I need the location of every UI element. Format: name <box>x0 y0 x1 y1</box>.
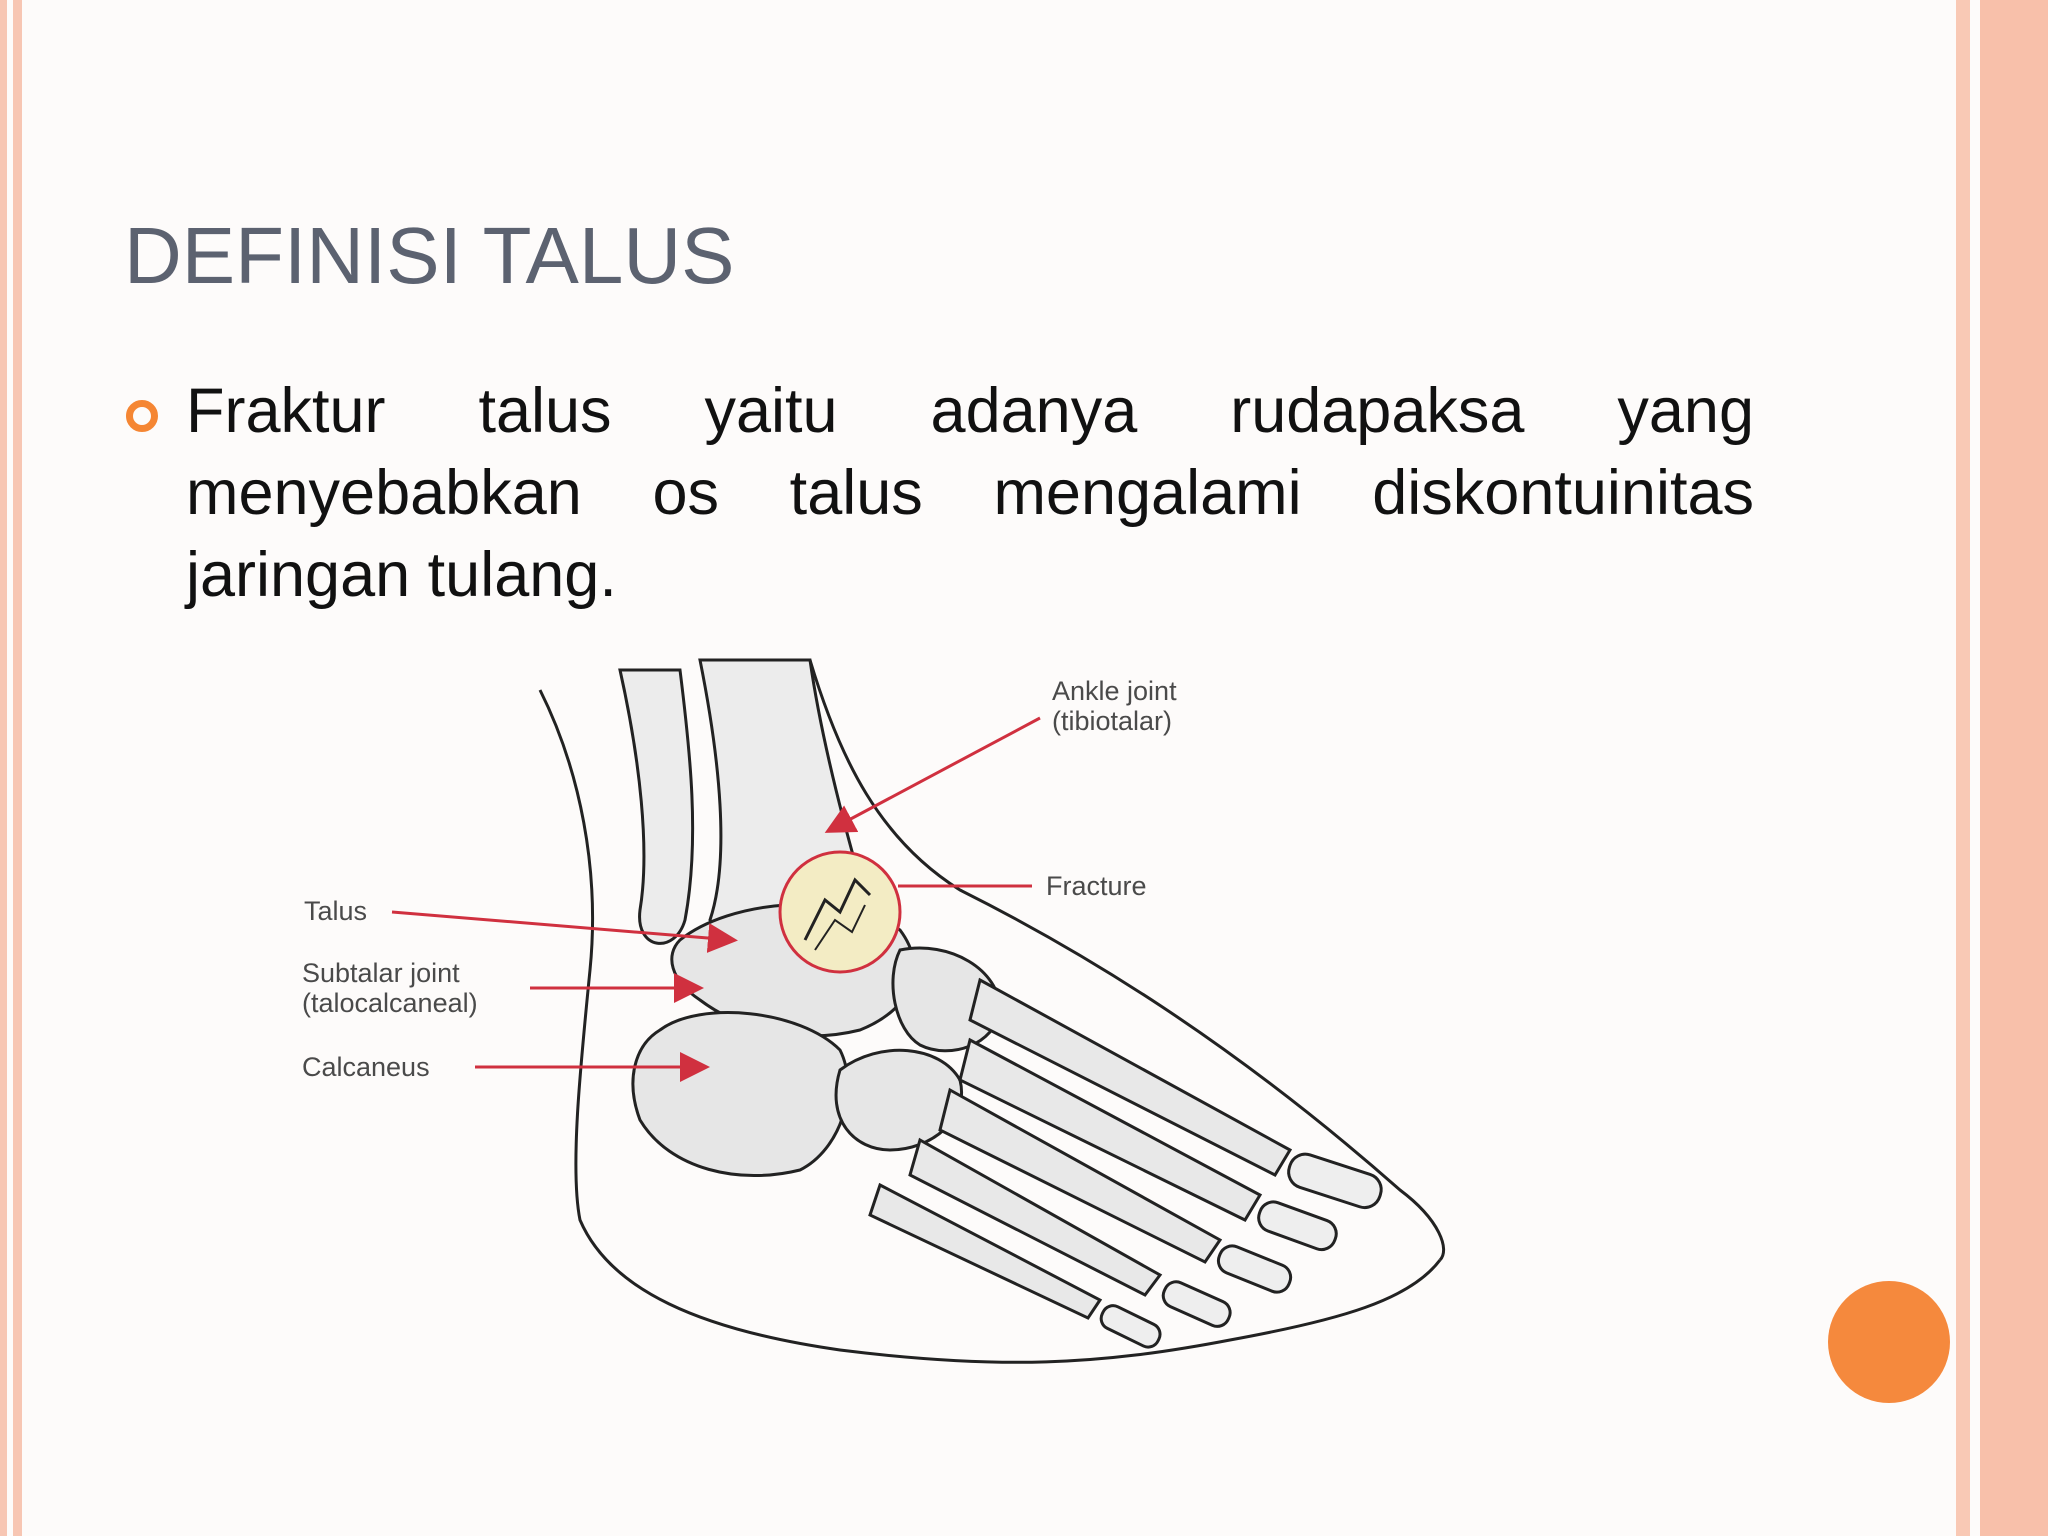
label-subtalar-joint: Subtalar joint <box>302 958 460 988</box>
bullet-item: Fraktur talus yaitu adanya rudapaksa yan… <box>124 370 1754 616</box>
annotation-arrows <box>391 716 1041 1082</box>
label-calcaneus: Calcaneus <box>302 1052 430 1082</box>
label-fracture: Fracture <box>1046 871 1147 901</box>
slide-accent-dot <box>1828 1281 1950 1403</box>
slide-frame-left <box>0 0 22 1536</box>
label-subtalar-joint-sub: (talocalcaneal) <box>302 988 478 1018</box>
foot-illustration <box>538 658 1446 1364</box>
slide-title: DEFINISI TALUS <box>124 211 735 300</box>
bullet-text: Fraktur talus yaitu adanya rudapaksa yan… <box>186 376 1754 610</box>
foot-anatomy-figure: Ankle joint (tibiotalar) Fracture Talus … <box>302 658 1446 1364</box>
label-ankle-joint: Ankle joint <box>1052 676 1177 706</box>
label-talus: Talus <box>304 896 367 926</box>
label-ankle-joint-sub: (tibiotalar) <box>1052 706 1172 736</box>
bullet-circle-icon <box>126 400 158 432</box>
slide-frame-right <box>1956 0 2048 1536</box>
